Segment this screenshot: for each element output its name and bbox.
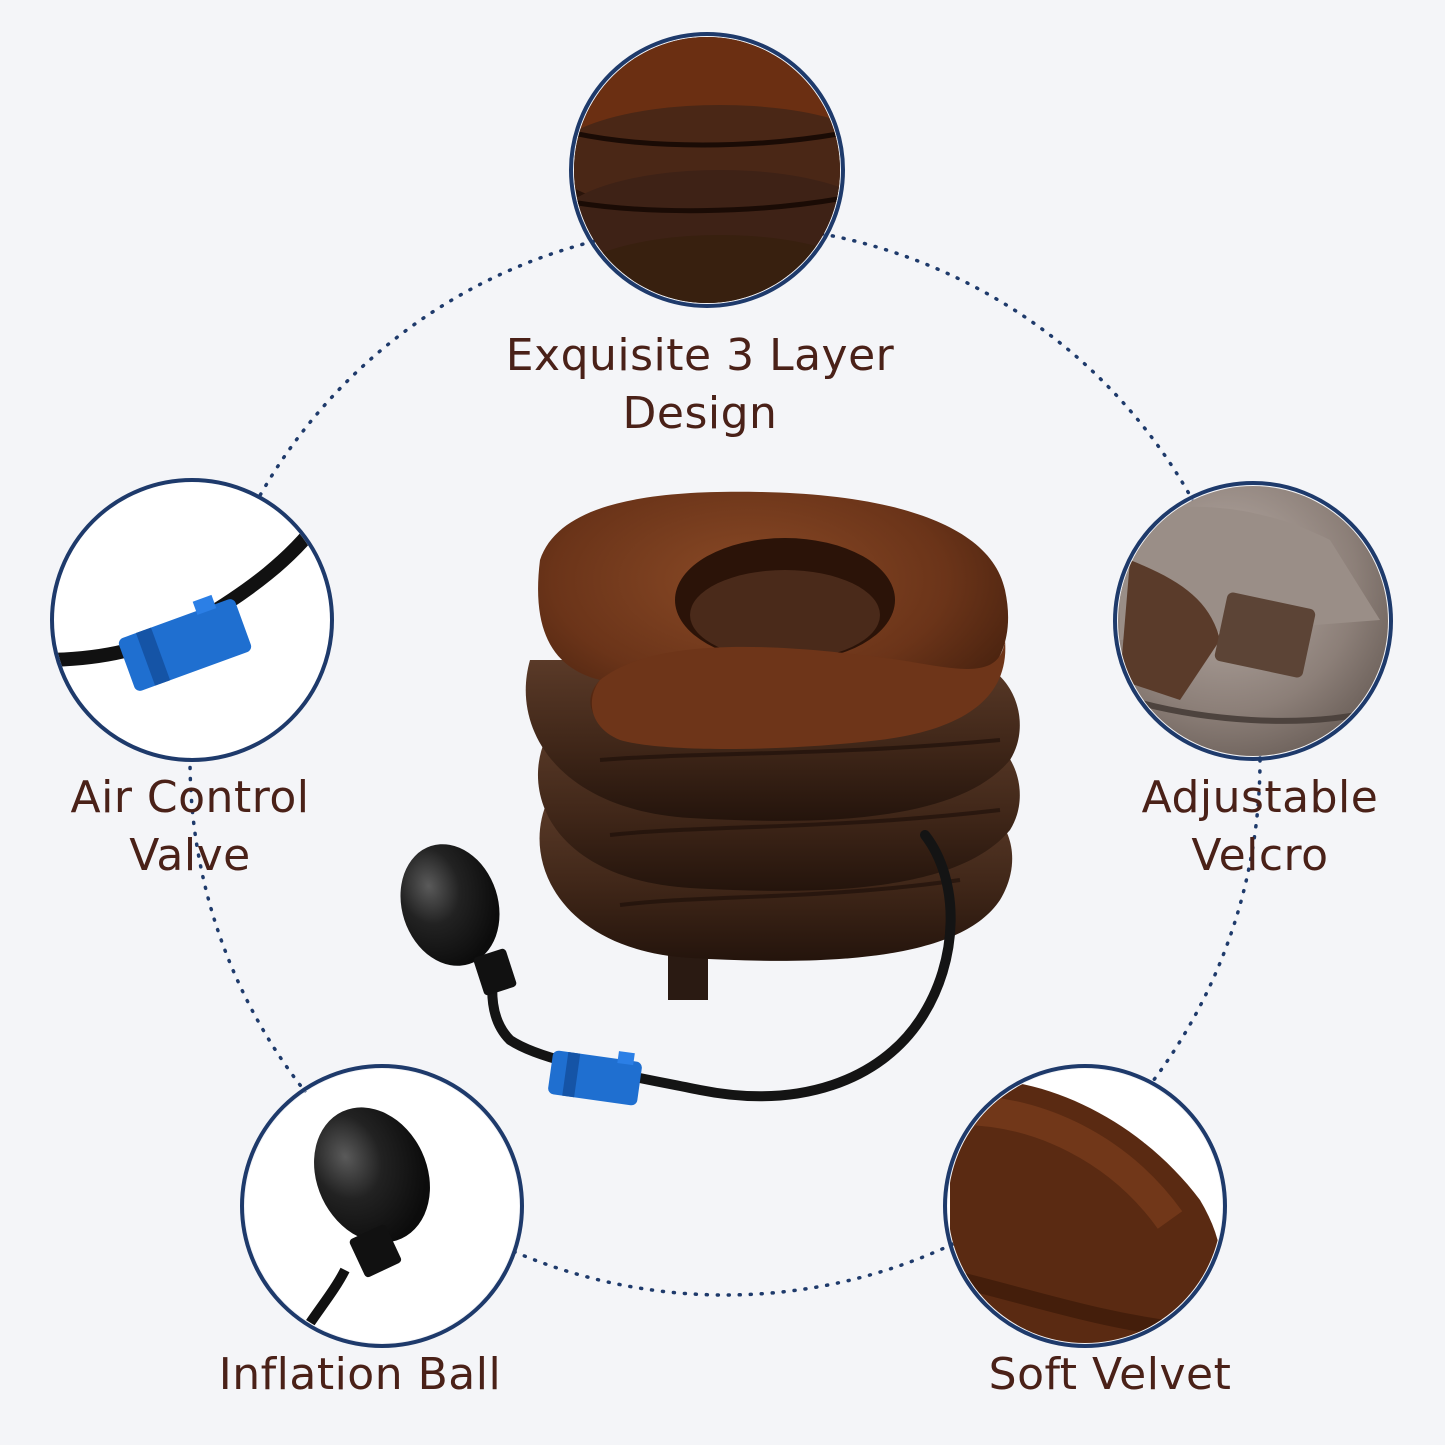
feature-label-valve-line2: Valve [129, 830, 251, 881]
feature-label-velcro-line2: Velcro [1191, 830, 1329, 881]
detail-velcro-image [1118, 486, 1388, 756]
detail-ring-top [569, 32, 845, 308]
detail-ring-bottom-right [943, 1064, 1227, 1348]
feature-label-valve-line1: Air Control [70, 772, 310, 823]
feature-label-velcro: Adjustable Velcro [1075, 769, 1445, 885]
feature-label-layers: Exquisite 3 Layer Design [420, 327, 980, 443]
detail-velvet-image [948, 1069, 1222, 1343]
feature-label-soft-velvet: Soft Velvet [920, 1346, 1300, 1404]
feature-label-velcro-line1: Adjustable [1141, 772, 1379, 823]
feature-label-layers-line2: Design [622, 388, 778, 439]
detail-valve-image [54, 513, 327, 691]
detail-layers-image [574, 37, 840, 303]
air-tube [487, 830, 956, 1102]
feature-label-inflation-ball-line1: Inflation Ball [218, 1349, 502, 1400]
detail-ring-right [1113, 481, 1393, 761]
inflation-bulb-center [400, 844, 517, 996]
air-control-valve-center [548, 1050, 642, 1106]
detail-bulb-image [285, 1107, 430, 1343]
detail-ring-left [50, 478, 334, 762]
detail-ring-bottom-left [240, 1064, 524, 1348]
feature-label-inflation-ball: Inflation Ball [160, 1346, 560, 1404]
neck-traction-device [525, 491, 1020, 1000]
feature-label-soft-velvet-line1: Soft Velvet [988, 1349, 1232, 1400]
feature-label-valve: Air Control Valve [10, 769, 370, 885]
feature-label-layers-line1: Exquisite 3 Layer [505, 330, 895, 381]
